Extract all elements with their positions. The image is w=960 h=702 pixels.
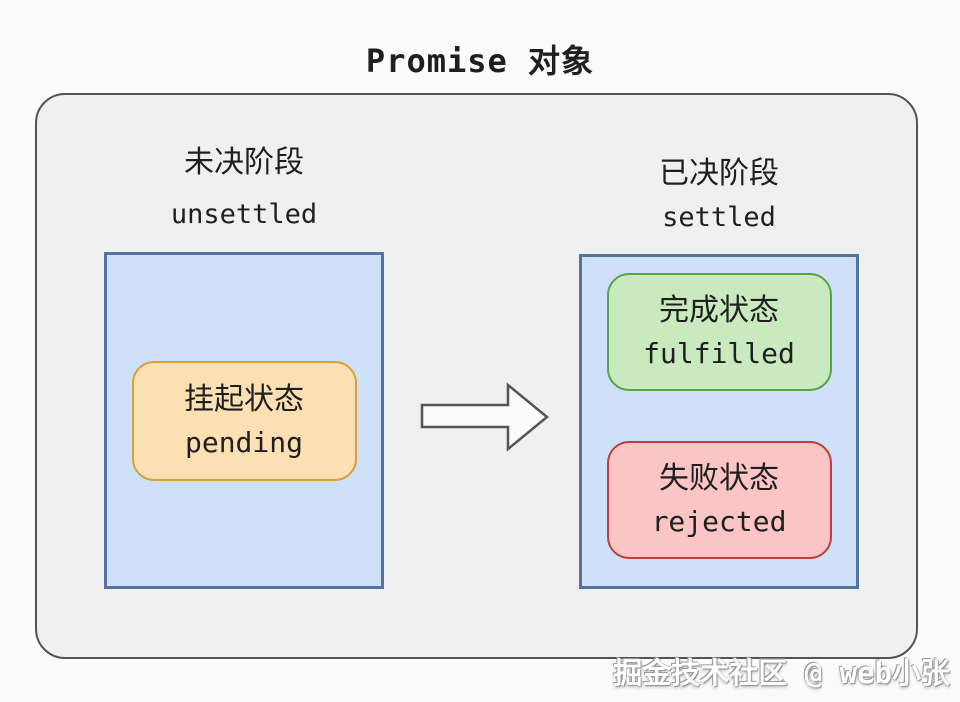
settled-label-zh: 已决阶段	[659, 156, 779, 191]
unsettled-stage-box: 挂起状态 pending	[104, 252, 384, 589]
promise-diagram-container: 未决阶段 unsettled 挂起状态 pending 已决阶段 settled…	[35, 93, 918, 659]
unsettled-label-zh: 未决阶段	[184, 145, 304, 180]
pending-label-zh: 挂起状态	[184, 381, 304, 417]
unsettled-stage-label: 未决阶段 unsettled	[104, 145, 384, 233]
rejected-state-card: 失败状态 rejected	[606, 441, 832, 559]
rejected-label-zh: 失败状态	[659, 461, 779, 496]
pending-label-en: pending	[184, 425, 303, 459]
page-title: Promise 对象	[365, 42, 595, 80]
pending-state-card: 挂起状态 pending	[131, 360, 357, 481]
settled-label-en: settled	[662, 202, 776, 233]
transition-arrow-icon	[417, 380, 557, 460]
settled-stage-box: 完成状态 fulfilled 失败状态 rejected	[579, 254, 859, 589]
watermark: 掘金技术社区 @ web小张	[613, 656, 950, 690]
unsettled-label-en: unsettled	[170, 199, 318, 230]
fulfilled-state-card: 完成状态 fulfilled	[606, 273, 832, 391]
fulfilled-label-en: fulfilled	[643, 337, 795, 370]
settled-stage-label: 已决阶段 settled	[579, 156, 859, 236]
rejected-label-en: rejected	[651, 505, 787, 538]
fulfilled-label-zh: 完成状态	[659, 293, 779, 328]
